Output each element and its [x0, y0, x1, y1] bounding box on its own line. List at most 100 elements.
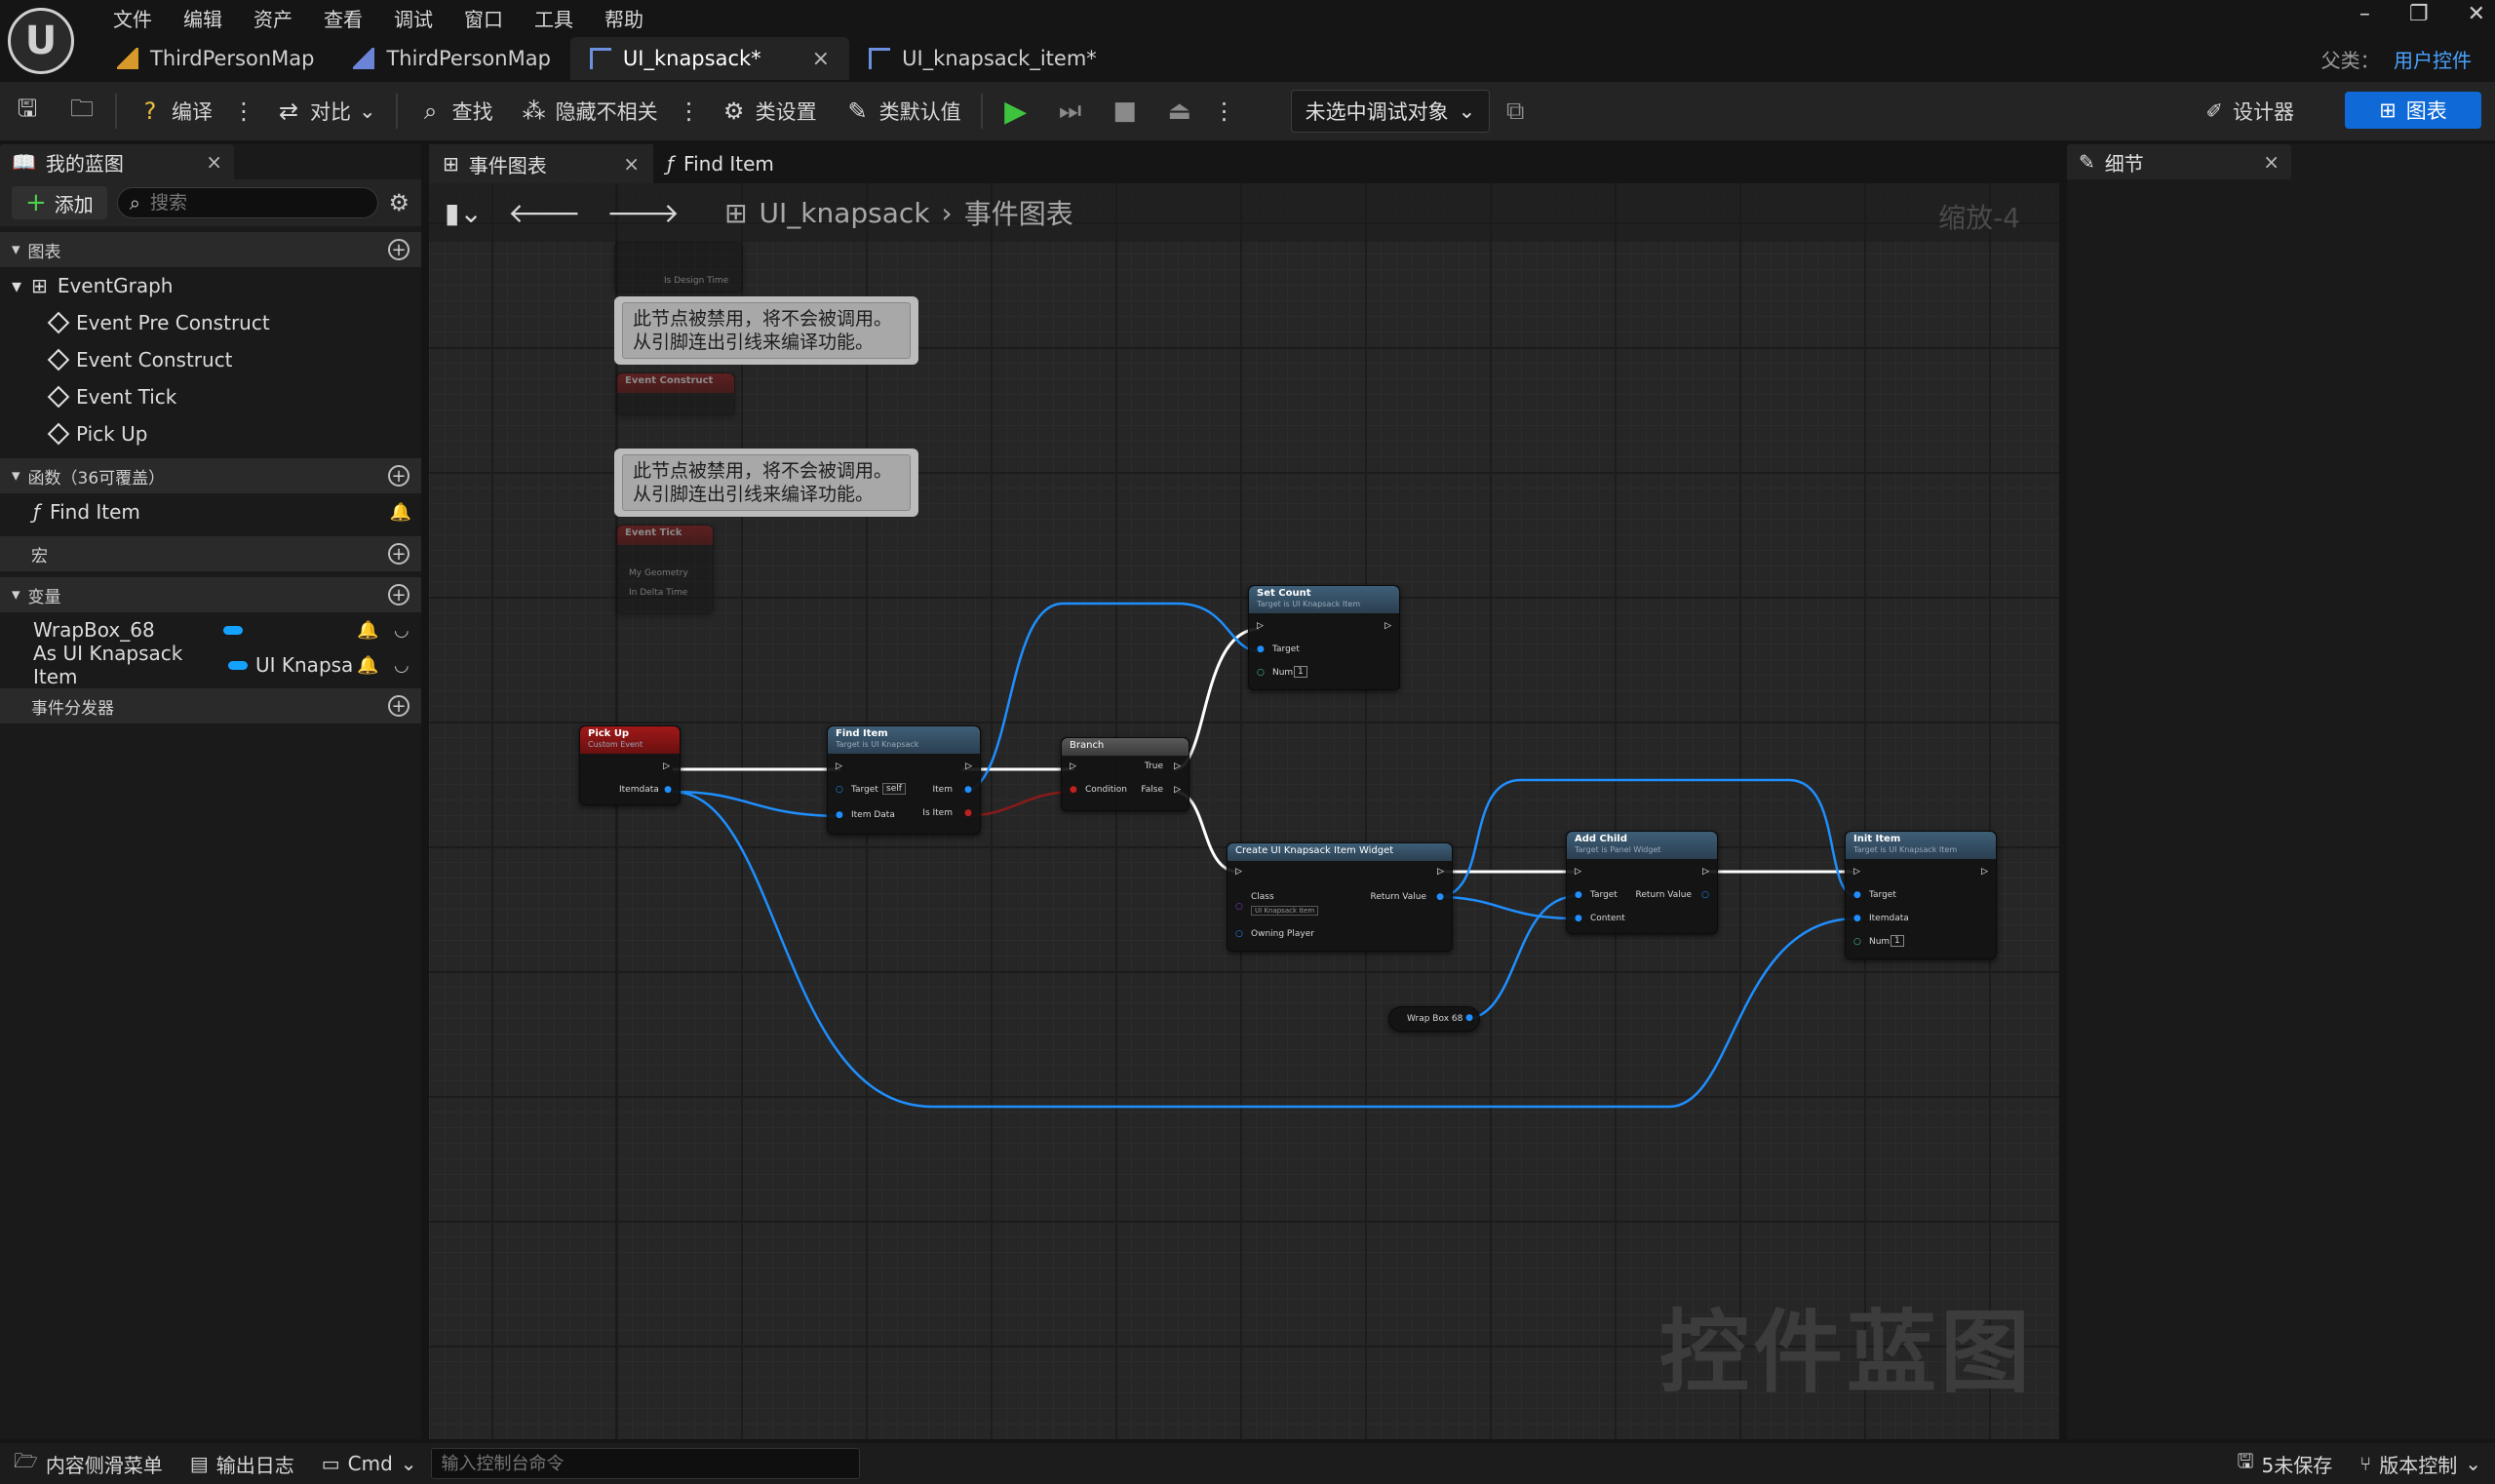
object-pin-icon[interactable]: ●	[964, 785, 972, 795]
stop-button[interactable]: ■	[1098, 89, 1152, 134]
node-event-tick[interactable]: Event Tick My Geometry In Delta Time	[616, 525, 714, 614]
play-button[interactable]: ▶	[989, 89, 1043, 134]
bookmark-icon[interactable]: ▮⌄	[445, 196, 483, 229]
browse-button[interactable]: 🗀	[55, 89, 109, 134]
back-arrow-icon[interactable]: 🡐	[507, 197, 581, 229]
tree-item-find-item[interactable]: ƒ Find Item 🔔	[0, 493, 421, 530]
section-variables[interactable]: ▾ 变量 +	[0, 577, 421, 612]
tree-item-pick-up[interactable]: Pick Up	[0, 415, 421, 452]
graph-mode-button[interactable]: ⊞ 图表	[2345, 92, 2481, 129]
object-pin-icon[interactable]: ○	[1701, 890, 1709, 900]
object-pin-icon[interactable]: ●	[1436, 892, 1444, 902]
node-event-pre-construct[interactable]: Is Design Time	[614, 242, 743, 293]
tab-thirdpersonmap-1[interactable]: ThirdPersonMap	[97, 37, 333, 80]
object-pin-icon[interactable]: ●	[664, 785, 672, 795]
bool-pin-icon[interactable]: ●	[964, 808, 972, 818]
search-input[interactable]	[150, 192, 345, 214]
tree-item-eventgraph[interactable]: ▾ ⊞ EventGraph	[0, 267, 421, 304]
tab-my-blueprint[interactable]: 📖 我的蓝图 ×	[0, 144, 234, 179]
close-icon[interactable]: ×	[623, 152, 640, 176]
unreal-logo-icon[interactable]: U	[8, 8, 74, 74]
object-pin-icon[interactable]: ●	[1465, 1013, 1473, 1023]
pin-default-value[interactable]: 1	[1294, 666, 1307, 678]
menu-asset[interactable]: 资产	[253, 8, 292, 31]
hide-options-icon[interactable]: ⋮	[677, 98, 701, 125]
play-options-icon[interactable]: ⋮	[1212, 98, 1236, 125]
exec-out-pin-icon[interactable]: ▷	[663, 762, 670, 771]
tab-find-item[interactable]: ƒ Find Item	[653, 144, 788, 183]
object-pin-icon[interactable]: ●	[836, 810, 843, 820]
section-functions[interactable]: ▾ 函数（36可覆盖） +	[0, 458, 421, 493]
node-create-widget[interactable]: Create UI Knapsack Item Widget ▷ ▷ Class…	[1227, 842, 1453, 952]
section-macros[interactable]: 宏 +	[0, 536, 421, 571]
find-button[interactable]: ⌕ 查找	[404, 89, 507, 134]
save-button[interactable]: 🖫	[0, 89, 55, 134]
gear-icon[interactable]: ⚙	[388, 189, 409, 216]
node-wrap-box-getter[interactable]: Wrap Box 68 ●	[1388, 1006, 1480, 1032]
section-event-dispatchers[interactable]: 事件分发器 +	[0, 688, 421, 723]
menu-window[interactable]: 窗口	[464, 8, 503, 31]
object-pin-icon[interactable]: ○	[1235, 929, 1243, 939]
variable-row[interactable]: WrapBox_68 🔔 ◡	[0, 612, 421, 647]
compile-options-icon[interactable]: ⋮	[232, 98, 255, 125]
tab-thirdpersonmap-2[interactable]: ThirdPersonMap	[333, 37, 569, 80]
object-pin-icon[interactable]: ●	[1853, 914, 1861, 923]
parent-class-link[interactable]: 用户控件	[2394, 49, 2472, 72]
eye-closed-icon[interactable]: ◡	[394, 619, 409, 641]
close-icon[interactable]: ×	[206, 150, 222, 174]
menu-debug[interactable]: 调试	[394, 8, 433, 31]
object-pin-icon[interactable]: ●	[1257, 644, 1265, 654]
breadcrumb-item[interactable]: 事件图表	[963, 198, 1073, 230]
menu-edit[interactable]: 编辑	[183, 8, 222, 31]
exec-out-pin-icon[interactable]: ▷	[1702, 867, 1709, 877]
exec-in-pin-icon[interactable]: ▷	[1575, 867, 1581, 877]
pin-default-value[interactable]: 1	[1891, 935, 1904, 947]
node-set-count[interactable]: Set Count Target is UI Knapsack Item ▷ ▷…	[1248, 585, 1400, 690]
exec-in-pin-icon[interactable]: ▷	[1853, 867, 1860, 877]
designer-mode-button[interactable]: ✐ 设计器	[2190, 90, 2310, 133]
cmd-select[interactable]: ▭ Cmd ⌄	[308, 1443, 431, 1484]
int-pin-icon[interactable]: ○	[1257, 668, 1265, 678]
add-dispatcher-icon[interactable]: +	[388, 695, 409, 717]
node-find-item[interactable]: Find Item Target is UI Knapsack ▷ ▷ ○ Ta…	[827, 725, 981, 835]
forward-arrow-icon[interactable]: 🡒	[605, 197, 681, 229]
debug-filter-icon[interactable]: ⧉	[1505, 96, 1525, 126]
menu-file[interactable]: 文件	[113, 8, 152, 31]
node-event-construct[interactable]: Event Construct	[616, 372, 735, 415]
node-init-item[interactable]: Init Item Target is UI Knapsack Item ▷ ▷…	[1845, 831, 1997, 959]
exec-in-pin-icon[interactable]: ▷	[836, 762, 842, 771]
breadcrumb-item[interactable]: UI_knapsack	[759, 196, 930, 229]
add-macro-icon[interactable]: +	[388, 543, 409, 565]
tree-item-event-construct[interactable]: Event Construct	[0, 341, 421, 378]
console-command-input[interactable]	[430, 1448, 860, 1479]
content-drawer-button[interactable]: 🗁 内容侧滑菜单	[0, 1443, 176, 1484]
node-pick-up[interactable]: Pick Up Custom Event ▷ Itemdata ●	[579, 725, 681, 805]
unsaved-button[interactable]: 🖫 5未保存	[2223, 1443, 2346, 1484]
exec-in-pin-icon[interactable]: ▷	[1257, 621, 1264, 631]
exec-out-pin-icon[interactable]: ▷	[1437, 867, 1444, 877]
tree-item-event-pre-construct[interactable]: Event Pre Construct	[0, 304, 421, 341]
diff-button[interactable]: ⇄ 对比 ⌄	[261, 89, 390, 134]
class-defaults-button[interactable]: ✎ 类默认值	[831, 89, 975, 134]
exec-out-pin-icon[interactable]: ▷	[1981, 867, 1988, 877]
section-graphs[interactable]: ▾ 图表 +	[0, 232, 421, 267]
add-graph-icon[interactable]: +	[388, 239, 409, 260]
debug-object-select[interactable]: 未选中调试对象 ⌄	[1290, 90, 1491, 133]
eye-closed-icon[interactable]: ◡	[394, 654, 409, 676]
class-select[interactable]: UI Knapsack Item	[1251, 906, 1319, 916]
exec-in-pin-icon[interactable]: ▷	[1070, 762, 1076, 771]
exec-out-pin-icon[interactable]: ▷	[1384, 621, 1391, 631]
eject-button[interactable]: ⏏	[1152, 89, 1207, 134]
close-icon[interactable]: ✕	[2467, 2, 2485, 26]
menu-help[interactable]: 帮助	[604, 8, 643, 31]
add-variable-icon[interactable]: +	[388, 584, 409, 605]
node-add-child[interactable]: Add Child Target is Panel Widget ▷ ▷ ● T…	[1566, 831, 1718, 934]
tab-ui-knapsack[interactable]: UI_knapsack* ×	[569, 37, 850, 80]
object-pin-icon[interactable]: ●	[1575, 914, 1582, 923]
search-field[interactable]: ⌕	[116, 187, 379, 218]
output-log-button[interactable]: ▤ 输出日志	[176, 1443, 308, 1484]
compile-button[interactable]: ? 编译	[123, 89, 226, 134]
minimize-icon[interactable]: –	[2359, 2, 2370, 26]
hide-unrelated-button[interactable]: ⁂ 隐藏不相关	[507, 89, 672, 134]
exec-out-pin-icon[interactable]: ▷	[965, 762, 972, 771]
